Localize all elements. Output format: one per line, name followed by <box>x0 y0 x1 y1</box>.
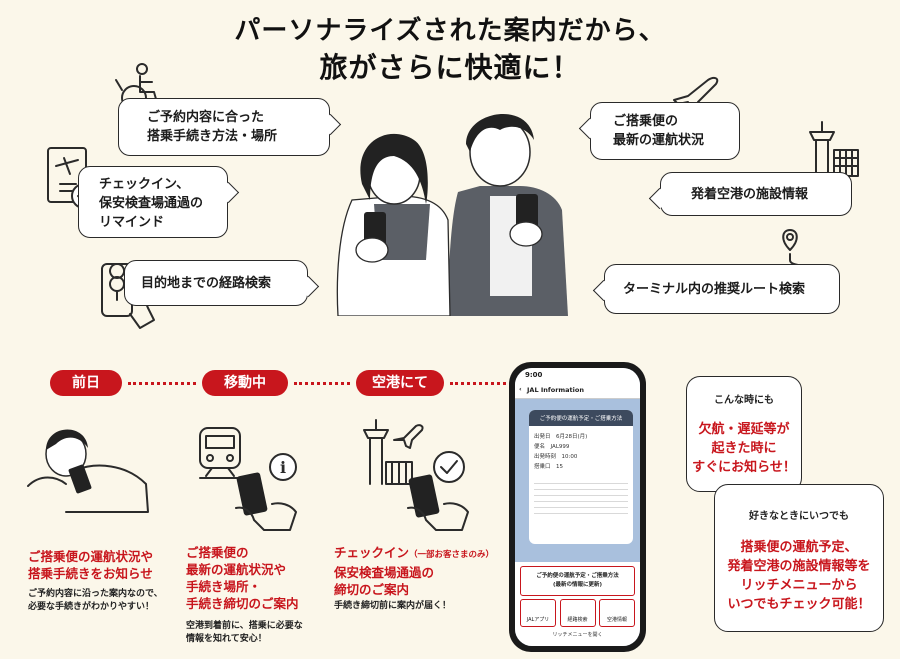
row-value: 6月28日(月) <box>556 434 588 440</box>
callout-red-line: 搭乗便の運航予定、 <box>740 540 858 555</box>
rich-menu-buttons: JALアプリ 経路検索 空港情報 <box>520 599 635 627</box>
card-row: 便名 JAL999 <box>534 442 628 452</box>
chat-header: ‹ JAL Information <box>515 382 640 399</box>
jal-app-button[interactable]: JALアプリ <box>520 599 556 627</box>
stage-heading-moving: ご搭乗便の 最新の運航状況や 手続き場所・ 手続き締切のご案内 <box>186 544 299 612</box>
bubble-text: ご予約内容に合った <box>147 110 265 125</box>
card-title: ご予約便の運航予定・ご搭乗方法 <box>529 410 633 426</box>
back-icon[interactable]: ‹ <box>519 385 522 393</box>
callout-delay-notice: こんな時にも 欠航・遅延等が 起きた時に すぐにお知らせ！ <box>686 376 802 492</box>
status-bar: 9:00 <box>515 368 640 382</box>
bubble-airport-facilities: 発着空港の施設情報 <box>660 172 852 216</box>
rich-menu-top-sub: (最新の情報に更新) <box>552 582 603 588</box>
airport-info-button[interactable]: 空港情報 <box>599 599 635 627</box>
stage-sub-moving: 空港到着前に、搭乗に必要な 情報を知れて安心！ <box>186 620 303 646</box>
info-icon: i <box>269 453 297 481</box>
message-card: ご予約便の運航予定・ご搭乗方法 出発日 6月28日(月) 便名 JAL999 出… <box>529 410 633 544</box>
row-key: 便名 <box>534 444 546 450</box>
bubble-text: 発着空港の施設情報 <box>691 187 809 202</box>
headline-line1: パーソナライズされた案内だから、 <box>234 16 666 46</box>
stage-heading-airport: チェックイン（一部お客さまのみ） 保安検査場通過の 締切のご案内 <box>334 544 494 598</box>
sleeping-person-illustration <box>27 429 149 513</box>
heading-line: 搭乗手続きをお知らせ <box>28 566 153 581</box>
callout-red-line: 起きた時に <box>711 441 777 456</box>
stage-pill-day-before: 前日 <box>50 370 122 396</box>
timeline-dots <box>450 382 506 385</box>
sub-line: 手続き締切前に案内が届く！ <box>334 601 452 611</box>
callout-red-line: リッチメニューから <box>740 578 858 593</box>
heading-line: 手続き締切のご案内 <box>186 596 299 611</box>
stage-pill-at-airport: 空港にて <box>356 370 444 396</box>
heading-note: （一部お客さまのみ） <box>409 550 495 560</box>
card-row: 出発日 6月28日(月) <box>534 432 628 442</box>
callout-red-line: 欠航・遅延等が <box>698 422 790 437</box>
row-value: JAL999 <box>550 444 570 450</box>
sub-line: 必要な手続きがわかりやすい！ <box>28 602 155 612</box>
bubble-text: ご搭乗便の <box>613 114 679 129</box>
bubble-text: 最新の運航状況 <box>613 133 705 148</box>
sub-line: 空港到着前に、搭乗に必要な <box>186 621 303 631</box>
control-tower-icon <box>363 419 413 485</box>
card-row: 出発時刻 10:00 <box>534 452 628 462</box>
hand-phone-illustration <box>407 474 469 531</box>
bubble-flight-status: ご搭乗便の 最新の運航状況 <box>590 102 740 160</box>
rich-menu-footer[interactable]: リッチメニューを開く <box>552 632 603 638</box>
heading-line: チェックイン <box>334 545 410 560</box>
bubble-terminal-route: ターミナル内の推奨ルート検索 <box>604 264 840 314</box>
timeline-dots <box>128 382 196 385</box>
row-value: 10:00 <box>561 454 578 460</box>
sub-line: ご予約内容に沿った案内なので、 <box>28 589 163 599</box>
bubble-boarding-method: ご予約内容に合った 搭乗手続き方法・場所 <box>118 98 330 156</box>
bubble-text: 目的地までの経路検索 <box>141 276 272 291</box>
bubble-reminder: チェックイン、 保安検査場通過の リマインド <box>78 166 228 238</box>
callout-small: 好きなときにいつでも <box>749 511 849 522</box>
card-body: 出発日 6月28日(月) 便名 JAL999 出発時刻 10:00 搭乗口 15 <box>529 426 633 522</box>
stage-heading-day-before: ご搭乗便の運航状況や 搭乗手続きをお知らせ <box>28 548 153 582</box>
heading-line: 手続き場所・ <box>186 579 262 594</box>
rich-menu: ご予約便の運航予定・ご搭乗方法 (最新の情報に更新) JALアプリ 経路検索 空… <box>515 562 640 646</box>
card-row: 搭乗口 15 <box>534 462 628 472</box>
svg-text:i: i <box>280 458 286 477</box>
rich-menu-top-button[interactable]: ご予約便の運航予定・ご搭乗方法 (最新の情報に更新) <box>520 566 635 596</box>
headline-line2: 旅がさらに快適に！ <box>319 51 581 84</box>
status-time: 9:00 <box>525 371 543 379</box>
check-icon <box>433 451 465 483</box>
heading-line: 最新の運航状況や <box>186 562 287 577</box>
stage-sub-day-before: ご予約内容に沿った案内なので、 必要な手続きがわかりやすい！ <box>28 588 163 614</box>
train-icon <box>199 427 241 479</box>
bubble-text: 搭乗手続き方法・場所 <box>147 129 278 144</box>
stage-pill-moving: 移動中 <box>202 370 288 396</box>
timeline-dots <box>294 382 350 385</box>
heading-line: 保安検査場通過の <box>334 565 435 580</box>
card-placeholder-lines <box>534 478 628 516</box>
stage-sub-airport: 手続き締切前に案内が届く！ <box>334 600 451 613</box>
callout-rich-menu: 好きなときにいつでも 搭乗便の運航予定、 発着空港の施設情報等を リッチメニュー… <box>714 484 884 632</box>
phone-mockup: 9:00 ‹ JAL Information ご予約便の運航予定・ご搭乗方法 出… <box>509 362 646 652</box>
bubble-text: リマインド <box>99 215 165 230</box>
route-search-button[interactable]: 経路検索 <box>559 599 596 627</box>
callout-red-line: すぐにお知らせ！ <box>692 460 796 475</box>
bubble-route-search: 目的地までの経路検索 <box>124 260 308 306</box>
heading-line: 締切のご案内 <box>334 582 410 597</box>
airplane-icon <box>393 424 424 449</box>
control-tower-icon <box>809 121 859 177</box>
row-key: 搭乗口 <box>534 464 551 470</box>
bubble-text: ターミナル内の推奨ルート検索 <box>623 282 806 297</box>
hand-phone-illustration <box>235 472 297 531</box>
row-value: 15 <box>556 464 564 470</box>
row-key: 出発日 <box>534 434 551 440</box>
phone-screen: 9:00 ‹ JAL Information ご予約便の運航予定・ご搭乗方法 出… <box>515 368 640 646</box>
bubble-text: 保安検査場通過の <box>99 196 204 211</box>
callout-red-line: いつでもチェック可能！ <box>727 597 871 612</box>
travelers-illustration <box>336 114 568 316</box>
rich-menu-top-label: ご予約便の運航予定・ご搭乗方法 <box>536 573 619 579</box>
callout-small: こんな時にも <box>714 395 774 406</box>
sub-line: 情報を知れて安心！ <box>186 634 267 644</box>
heading-line: ご搭乗便の <box>186 545 249 560</box>
row-key: 出発時刻 <box>534 454 557 460</box>
bubble-text: チェックイン、 <box>99 177 190 192</box>
heading-line: ご搭乗便の運航状況や <box>28 549 154 564</box>
chat-name: JAL Information <box>527 386 584 394</box>
callout-red-line: 発着空港の施設情報等を <box>727 559 871 574</box>
